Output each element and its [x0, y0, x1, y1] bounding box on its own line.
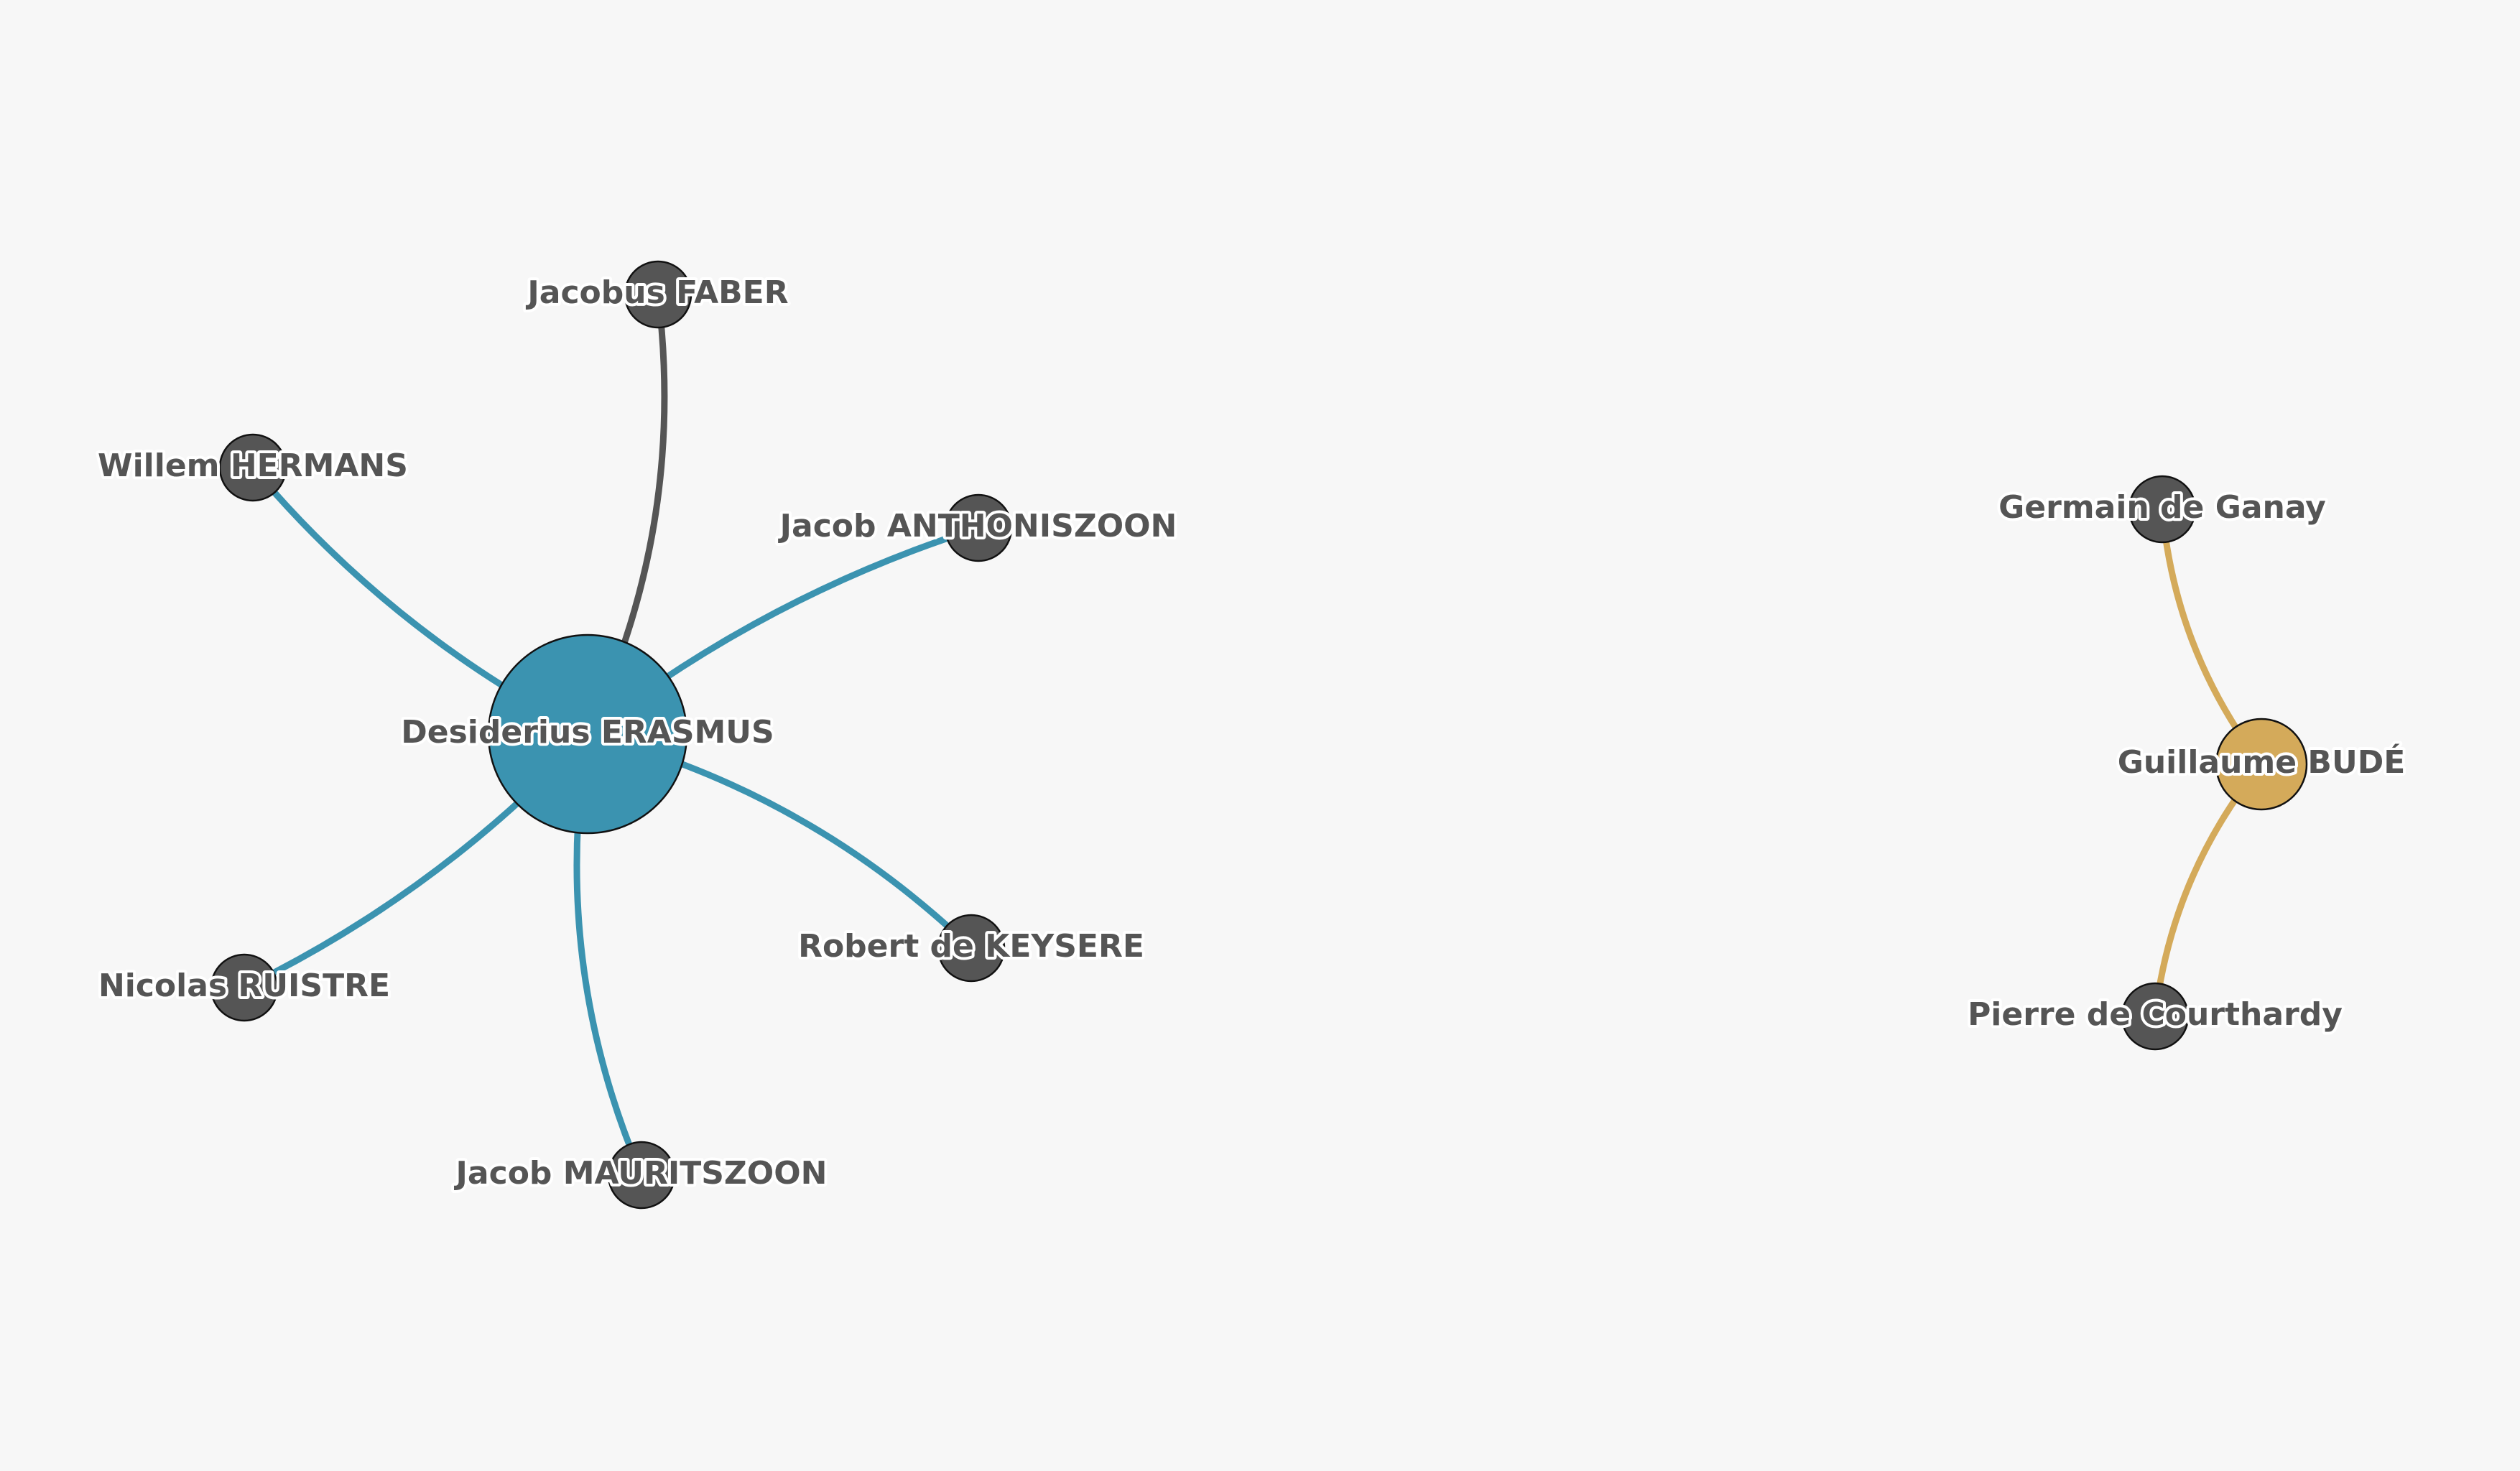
node-label-ruistre: Nicolas RUISTRE: [98, 967, 390, 1004]
node-faber[interactable]: [624, 260, 692, 329]
node-label-erasmus: Desiderius ERASMUS: [401, 714, 774, 751]
node-mauritszoon[interactable]: [607, 1141, 676, 1210]
node-label-keysere: Robert de KEYSERE: [798, 928, 1144, 965]
labels-layer: Desiderius ERASMUS Jacobus FABER Willem HE…: [95, 272, 2408, 1194]
node-label-ganay: Germain de Ganay: [1998, 489, 2326, 526]
node-label-faber: Jacobus FABER: [525, 274, 788, 311]
node-ruistre[interactable]: [210, 953, 279, 1022]
node-label-hermans: Willem HERMANS: [98, 447, 408, 484]
node-bude[interactable]: [2215, 718, 2308, 811]
nodes-layer: [210, 260, 2308, 1210]
edges-layer: [241, 291, 2265, 1179]
node-ganay[interactable]: [2128, 475, 2197, 544]
node-hermans[interactable]: [218, 433, 287, 502]
node-label-anthoniszoon: Jacob ANTHONISZOON: [778, 508, 1177, 544]
node-erasmus[interactable]: [487, 634, 688, 835]
node-keysere[interactable]: [937, 914, 1006, 983]
node-courthardy[interactable]: [2121, 982, 2190, 1051]
node-label-mauritszoon: Jacob MAURITSZOON: [454, 1155, 828, 1192]
node-label-bude: Guillaume BUDÉ: [2118, 743, 2406, 781]
node-anthoniszoon[interactable]: [944, 493, 1013, 562]
node-label-courthardy: Pierre de Courthardy: [1968, 996, 2343, 1033]
